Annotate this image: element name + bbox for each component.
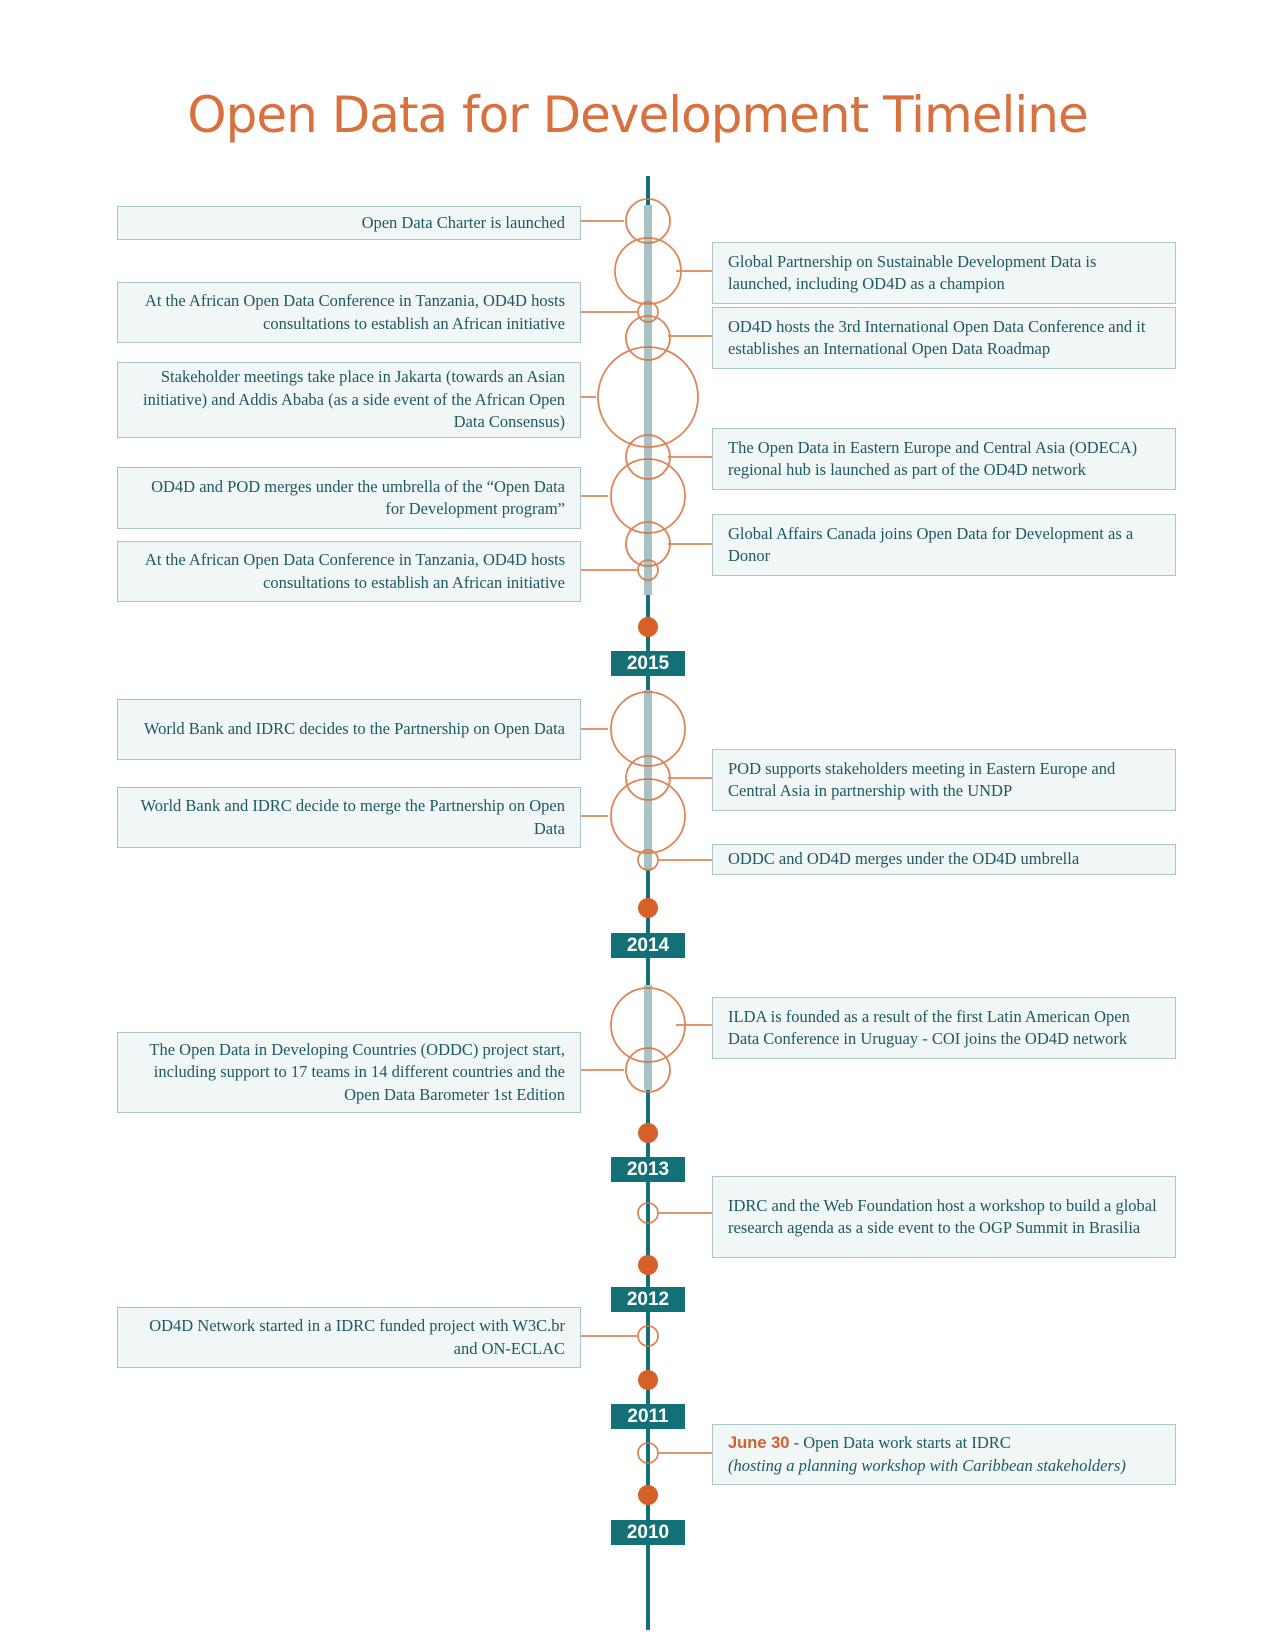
event-circle <box>610 458 686 534</box>
year-dot <box>638 617 658 637</box>
event-text: - Open Data work starts at IDRC <box>789 1433 1011 1452</box>
event-circle <box>610 987 686 1063</box>
event-circle <box>597 346 699 448</box>
event-box: The Open Data in Eastern Europe and Cent… <box>712 428 1176 490</box>
event-circle <box>637 1202 659 1224</box>
event-circle <box>637 559 659 581</box>
event-box: June 30 - Open Data work starts at IDRC … <box>712 1424 1176 1485</box>
year-dot <box>638 1123 658 1143</box>
year-label: 2014 <box>611 933 685 958</box>
event-box: ILDA is founded as a result of the first… <box>712 997 1176 1059</box>
event-box: IDRC and the Web Foundation host a works… <box>712 1176 1176 1258</box>
event-circle <box>625 521 671 567</box>
event-box: World Bank and IDRC decides to the Partn… <box>117 699 581 760</box>
year-label: 2015 <box>611 651 685 676</box>
event-box: ODDC and OD4D merges under the OD4D umbr… <box>712 844 1176 875</box>
year-dot <box>638 1255 658 1275</box>
year-label: 2010 <box>611 1520 685 1545</box>
event-circle <box>610 691 686 767</box>
timeline-spine-highlight <box>644 690 652 870</box>
event-box: POD supports stakeholders meeting in Eas… <box>712 749 1176 811</box>
event-circle <box>610 778 686 854</box>
event-note: (hosting a planning workshop with Caribb… <box>728 1455 1126 1475</box>
event-box: At the African Open Data Conference in T… <box>117 282 581 343</box>
year-label: 2012 <box>611 1287 685 1312</box>
event-box: OD4D Network started in a IDRC funded pr… <box>117 1307 581 1368</box>
event-box: World Bank and IDRC decide to merge the … <box>117 787 581 848</box>
year-dot <box>638 898 658 918</box>
page-title: Open Data for Development Timeline <box>187 86 1088 144</box>
event-box: Global Affairs Canada joins Open Data fo… <box>712 514 1176 576</box>
event-circle <box>625 315 671 361</box>
event-circle <box>637 849 659 871</box>
event-circle <box>625 198 671 244</box>
year-label: 2013 <box>611 1157 685 1182</box>
event-box: Open Data Charter is launched <box>117 206 581 240</box>
event-box: OD4D hosts the 3rd International Open Da… <box>712 307 1176 369</box>
event-box: The Open Data in Developing Countries (O… <box>117 1032 581 1113</box>
event-circle <box>625 434 671 480</box>
event-circle <box>625 755 671 801</box>
event-circle <box>637 1442 659 1464</box>
event-circle <box>625 1047 671 1093</box>
timeline-spine-highlight <box>644 985 652 1090</box>
event-circle <box>637 1325 659 1347</box>
year-dot <box>638 1370 658 1390</box>
timeline-spine-highlight <box>644 205 652 595</box>
year-label: 2011 <box>611 1404 685 1429</box>
event-box: OD4D and POD merges under the umbrella o… <box>117 467 581 529</box>
event-circle <box>637 301 659 323</box>
event-box: Global Partnership on Sustainable Develo… <box>712 242 1176 304</box>
year-dot <box>638 1485 658 1505</box>
event-box: Stakeholder meetings take place in Jakar… <box>117 362 581 438</box>
event-date: June 30 <box>728 1434 790 1452</box>
event-box: At the African Open Data Conference in T… <box>117 541 581 602</box>
event-circle <box>614 237 682 305</box>
